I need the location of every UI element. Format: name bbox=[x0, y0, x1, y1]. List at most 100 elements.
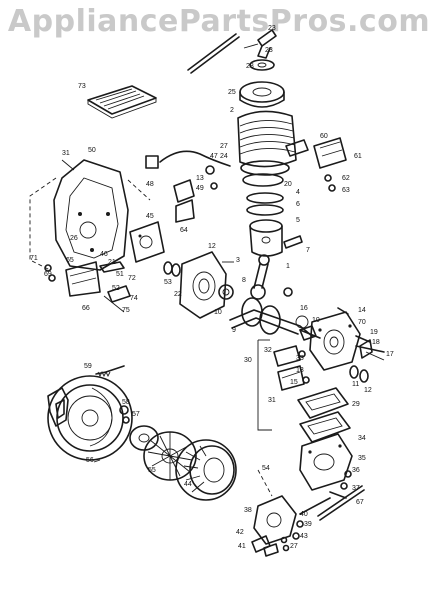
callout-label: 15 bbox=[290, 379, 298, 386]
callout-label: 36 bbox=[352, 467, 360, 474]
callout-label: 8 bbox=[242, 277, 246, 284]
washer-part bbox=[249, 59, 275, 71]
connecting-rod bbox=[250, 254, 270, 300]
callout-label: 38 bbox=[244, 507, 252, 514]
callout-label: 31 bbox=[62, 150, 70, 157]
callout-label: 51 bbox=[116, 271, 124, 278]
callout-label: 61 bbox=[354, 153, 362, 160]
callout-label: 55 bbox=[148, 467, 156, 474]
callout-label: 9 bbox=[232, 327, 236, 334]
piston-ring bbox=[246, 204, 284, 216]
callout-label: 10 bbox=[214, 309, 222, 316]
callout-label: 13 bbox=[196, 175, 204, 182]
callout-label: 28 bbox=[246, 63, 254, 70]
callout-label: 34 bbox=[358, 435, 366, 442]
callout-label: 62 bbox=[342, 175, 350, 182]
watermark-text: AppliancePartsPros.com bbox=[7, 4, 431, 39]
callout-label: 39 bbox=[304, 521, 312, 528]
callout-label: 48 bbox=[146, 181, 154, 188]
callout-label: 43 bbox=[300, 533, 308, 540]
callout-label: 12 bbox=[208, 243, 216, 250]
callout-label: 3 bbox=[236, 257, 240, 264]
callout-label: 66 bbox=[82, 305, 90, 312]
intake-gasket bbox=[299, 411, 351, 443]
callout-label: 57 bbox=[132, 411, 140, 418]
callout-label: 45 bbox=[146, 213, 154, 220]
callout-label: 19 bbox=[370, 329, 378, 336]
throttle-lever bbox=[99, 261, 125, 273]
callout-label: 4 bbox=[296, 189, 300, 196]
piston bbox=[249, 219, 283, 257]
callout-label: 37 bbox=[352, 485, 360, 492]
callout-label: 35 bbox=[358, 455, 366, 462]
callout-label: 73 bbox=[78, 83, 86, 90]
ignition-coil bbox=[313, 137, 347, 169]
callout-label: 41 bbox=[238, 543, 246, 550]
callout-label: 10 bbox=[312, 317, 320, 324]
callout-label: 75 bbox=[122, 307, 130, 314]
carburetor bbox=[129, 221, 165, 263]
callout-label: 25 bbox=[228, 89, 236, 96]
callout-label: 54 bbox=[262, 465, 270, 472]
callout-label: 58 bbox=[122, 399, 130, 406]
throttle-cover bbox=[253, 495, 297, 545]
callout-label: 44 bbox=[184, 481, 192, 488]
callout-label: 64 bbox=[180, 227, 188, 234]
callout-label: 21 bbox=[108, 259, 116, 266]
callout-label: 29 bbox=[352, 401, 360, 408]
callout-label: 5 bbox=[296, 217, 300, 224]
callout-label: 53 bbox=[164, 279, 172, 286]
callout-label: 42 bbox=[236, 529, 244, 536]
bracket bbox=[173, 179, 195, 223]
piston-ring bbox=[246, 192, 284, 204]
callout-label: 11 bbox=[352, 381, 359, 388]
cylinder-block bbox=[237, 110, 297, 176]
callout-label: 18 bbox=[372, 339, 380, 346]
gasket-pad bbox=[87, 85, 157, 119]
ignition-module bbox=[285, 139, 309, 157]
callout-label: 33 bbox=[296, 355, 304, 362]
intake-gasket bbox=[297, 387, 349, 419]
callout-label: 23 bbox=[268, 25, 276, 32]
callout-label: 23 bbox=[265, 47, 273, 54]
rod-part bbox=[187, 33, 240, 74]
nut bbox=[263, 543, 279, 557]
callout-label: 71 bbox=[30, 255, 38, 262]
bearing bbox=[218, 284, 234, 300]
callout-label: 20 bbox=[284, 181, 292, 188]
callout-numbers: 23 23 28 73 25 2 27 24 60 61 62 63 20 47… bbox=[30, 25, 394, 550]
callout-label: 69 bbox=[44, 271, 52, 278]
callout-label: 56 bbox=[86, 457, 94, 464]
callout-label: 26 bbox=[70, 235, 78, 242]
reed-valve bbox=[273, 345, 305, 391]
callout-label: 46 bbox=[100, 251, 108, 258]
callout-label: 65 bbox=[66, 257, 74, 264]
callout-label: 1 bbox=[286, 263, 290, 270]
flywheel-screen bbox=[143, 431, 197, 481]
callout-label: 47 bbox=[210, 153, 218, 160]
callout-label: 13 bbox=[296, 367, 304, 374]
callout-label: 59 bbox=[84, 363, 92, 370]
carburetor-body bbox=[299, 433, 353, 491]
callout-label: 27 bbox=[290, 543, 298, 550]
callout-label: 6 bbox=[296, 201, 300, 208]
callout-label: 50 bbox=[88, 147, 96, 154]
callout-label: 52 bbox=[112, 285, 120, 292]
callout-label: 30 bbox=[244, 357, 252, 364]
base-gasket bbox=[242, 173, 284, 187]
callout-label: 17 bbox=[386, 351, 394, 358]
callout-label: 63 bbox=[342, 187, 350, 194]
fuel-line bbox=[159, 150, 231, 167]
callout-label: 2 bbox=[230, 107, 234, 114]
flywheel-fan bbox=[175, 439, 237, 501]
wrist-pin bbox=[283, 235, 303, 249]
callout-label: 7 bbox=[306, 247, 310, 254]
starter-handle bbox=[47, 387, 69, 427]
bearing-right bbox=[299, 325, 317, 341]
callout-label: 24 bbox=[220, 153, 228, 160]
callout-label: 40 bbox=[300, 511, 308, 518]
callout-label: 14 bbox=[358, 307, 366, 314]
crankshaft bbox=[229, 297, 321, 339]
